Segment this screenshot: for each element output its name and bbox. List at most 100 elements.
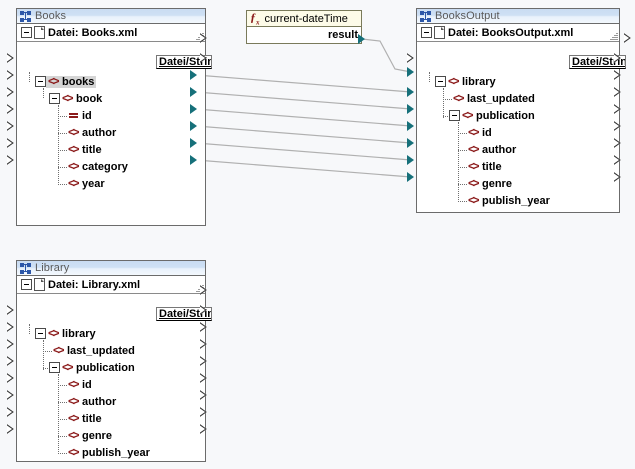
library-expander[interactable] (435, 76, 446, 87)
function-result-connector[interactable] (358, 34, 365, 44)
row-library[interactable]: <> library (35, 325, 98, 342)
library-expander[interactable] (35, 328, 46, 339)
booksoutput-in-connector-publication[interactable] (407, 87, 414, 97)
library-in-connector-id[interactable] (7, 356, 14, 366)
library-file-row[interactable]: Datei: Library.xml (17, 276, 205, 294)
row-library[interactable]: <> library (435, 73, 498, 90)
row-title[interactable]: <> title (68, 141, 102, 158)
booksoutput-out-connector-publication[interactable] (614, 87, 621, 97)
booksoutput-in-connector-author[interactable] (407, 121, 414, 131)
row-id[interactable]: id (68, 107, 92, 124)
library-out-connector-last-updated[interactable] (200, 322, 207, 332)
row-id[interactable]: <> id (68, 376, 92, 393)
books-in-connector-category[interactable] (7, 138, 14, 148)
row-author[interactable]: <> author (68, 124, 116, 141)
row-author[interactable]: <> author (68, 393, 116, 410)
library-out-connector-file[interactable] (200, 285, 207, 295)
library-datei-string-tab[interactable]: Datei/String (156, 307, 212, 321)
library-out-connector-title[interactable] (200, 390, 207, 400)
booksoutput-in-connector-id[interactable] (407, 104, 414, 114)
books-out-connector-books[interactable] (200, 53, 207, 63)
books-file-expander[interactable] (21, 27, 32, 38)
publication-expander[interactable] (49, 362, 60, 373)
row-publication[interactable]: <> publication (49, 359, 137, 376)
library-out-connector-id[interactable] (200, 356, 207, 366)
row-book[interactable]: <> book (49, 90, 104, 107)
row-books[interactable]: <> books (35, 73, 97, 90)
books-out-connector-file[interactable] (200, 33, 207, 43)
booksoutput-title-bar[interactable]: BooksOutput (417, 9, 619, 24)
library-out-connector-library[interactable] (200, 305, 207, 315)
books-out-connector-book[interactable] (190, 70, 197, 80)
booksoutput-file-row[interactable]: Datei: BooksOutput.xml (417, 24, 619, 42)
books-in-connector-author[interactable] (7, 104, 14, 114)
row-label: author (82, 126, 117, 139)
library-in-connector-last-updated[interactable] (7, 322, 14, 332)
library-in-connector-publication[interactable] (7, 339, 14, 349)
row-id[interactable]: <> id (468, 124, 492, 141)
books-out-connector-category[interactable] (190, 138, 197, 148)
function-title-bar[interactable]: ƒx current-dateTime (247, 10, 361, 27)
books-in-connector-books[interactable] (7, 53, 14, 63)
booksoutput-out-connector-id[interactable] (614, 104, 621, 114)
books-in-connector-id[interactable] (7, 87, 14, 97)
row-author[interactable]: <> author (468, 141, 516, 158)
row-title[interactable]: <> title (468, 158, 502, 175)
books-out-connector-title[interactable] (190, 121, 197, 131)
library-in-connector-title[interactable] (7, 390, 14, 400)
books-title-bar[interactable]: Books (17, 9, 205, 24)
books-in-connector-year[interactable] (7, 155, 14, 165)
booksoutput-datei-string-tab[interactable]: Datei/String (569, 55, 626, 69)
booksoutput-in-connector-library[interactable] (407, 53, 414, 63)
publication-expander[interactable] (449, 110, 460, 121)
booksoutput-in-connector-last-updated[interactable] (407, 67, 414, 77)
books-file-row[interactable]: Datei: Books.xml (17, 24, 205, 42)
books-expander[interactable] (35, 76, 46, 87)
function-result-row[interactable]: result (247, 27, 361, 43)
row-publish-year[interactable]: <> publish_year (468, 192, 550, 209)
booksoutput-out-connector-last-updated[interactable] (614, 70, 621, 80)
booksoutput-resize-grip[interactable] (609, 32, 618, 41)
library-out-connector-publish-year[interactable] (200, 424, 207, 434)
booksoutput-out-connector-genre[interactable] (614, 155, 621, 165)
library-title-bar[interactable]: Library (17, 261, 205, 276)
books-out-connector-year[interactable] (190, 155, 197, 165)
booksoutput-out-connector-publish-year[interactable] (614, 172, 621, 182)
books-out-connector-id[interactable] (190, 87, 197, 97)
booksoutput-in-connector-publish-year[interactable] (407, 172, 414, 182)
row-category[interactable]: <> category (68, 158, 128, 175)
row-genre[interactable]: <> genre (68, 427, 112, 444)
book-expander[interactable] (49, 93, 60, 104)
row-last-updated[interactable]: <> last_updated (53, 342, 135, 359)
function-current-datetime[interactable]: ƒx current-dateTime result (246, 10, 362, 44)
row-title[interactable]: <> title (68, 410, 102, 427)
library-out-connector-genre[interactable] (200, 407, 207, 417)
library-in-connector-library[interactable] (7, 305, 14, 315)
booksoutput-out-connector-file[interactable] (624, 33, 631, 43)
books-datei-string-tab[interactable]: Datei/String (156, 55, 212, 69)
books-out-connector-author[interactable] (190, 104, 197, 114)
books-in-connector-book[interactable] (7, 70, 14, 80)
booksoutput-file-expander[interactable] (421, 27, 432, 38)
booksoutput-out-connector-library[interactable] (614, 53, 621, 63)
row-genre[interactable]: <> genre (468, 175, 512, 192)
booksoutput-in-connector-genre[interactable] (407, 155, 414, 165)
row-last-updated[interactable]: <> last_updated (453, 90, 535, 107)
row-publication[interactable]: <> publication (449, 107, 537, 124)
booksoutput-out-connector-title[interactable] (614, 138, 621, 148)
library-in-connector-publish-year[interactable] (7, 424, 14, 434)
booksoutput-in-connector-title[interactable] (407, 138, 414, 148)
component-booksoutput[interactable]: BooksOutput Datei: BooksOutput.xml Datei… (416, 8, 626, 213)
library-out-connector-publication[interactable] (200, 339, 207, 349)
booksoutput-out-connector-author[interactable] (614, 121, 621, 131)
library-out-connector-author[interactable] (200, 373, 207, 383)
component-library[interactable]: Library Datei: Library.xml Datei/String (16, 260, 212, 462)
books-in-connector-title[interactable] (7, 121, 14, 131)
library-in-connector-author[interactable] (7, 373, 14, 383)
component-books[interactable]: Books Datei: Books.xml Datei/String (16, 8, 212, 226)
row-year[interactable]: <> year (68, 175, 105, 192)
library-file-expander[interactable] (21, 279, 32, 290)
library-in-connector-genre[interactable] (7, 407, 14, 417)
row-publish-year[interactable]: <> publish_year (68, 444, 150, 461)
